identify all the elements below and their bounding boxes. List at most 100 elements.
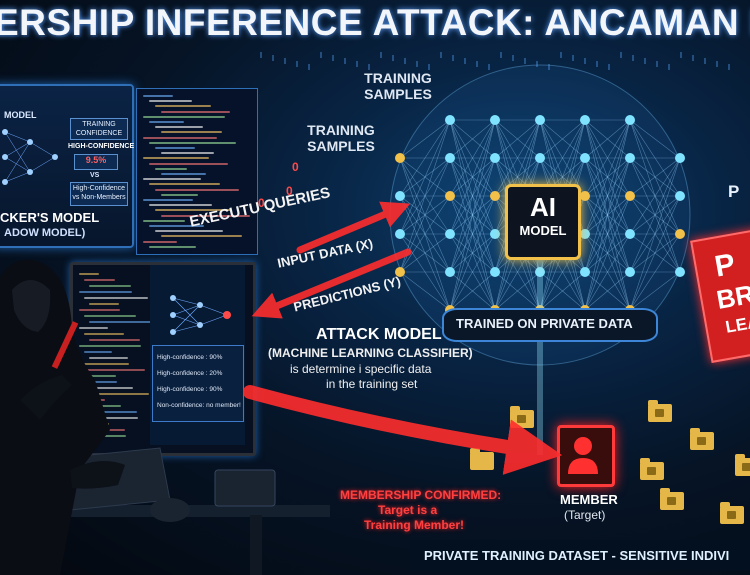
network-node (445, 191, 455, 201)
code-line (79, 273, 99, 275)
attack-model-title: ATTACK MODEL (316, 326, 442, 343)
network-node (625, 267, 635, 277)
code-line (149, 225, 204, 227)
code-line (79, 417, 138, 419)
code-line (79, 327, 108, 329)
network-node (625, 153, 635, 163)
code-line (79, 309, 120, 311)
code-line (84, 351, 112, 353)
code-line (161, 193, 198, 196)
trained-banner: TRAINED ON PRIVATE DATA (442, 308, 658, 342)
network-node (625, 191, 635, 201)
code-line (89, 357, 128, 359)
network-node (490, 153, 500, 163)
person-icon (568, 437, 598, 474)
shadow-model-top-label: MODEL (4, 110, 37, 120)
training-confidence-box: TRAINING CONFIDENCE (70, 118, 128, 140)
code-line (89, 375, 116, 377)
confidence-readout: High-confidence : 90% High-confidence : … (152, 345, 244, 422)
training-samples-label-top: TRAINING SAMPLES (364, 70, 432, 102)
locked-folder-icon (640, 458, 664, 480)
code-line (79, 345, 141, 347)
trained-banner-label: TRAINED ON PRIVATE DATA (456, 316, 633, 331)
attack-model-description: is determine i specific data (290, 362, 432, 376)
code-line (155, 147, 195, 149)
member-sublabel: (Target) (564, 508, 606, 522)
locked-folder-icon (660, 488, 684, 510)
code-line (155, 167, 187, 170)
locked-folder-icon (735, 454, 750, 476)
attack-model-description: in the training set (326, 377, 418, 391)
readout-line: Non-confidence: no member! (157, 402, 241, 409)
code-line (79, 381, 117, 383)
network-node (535, 153, 545, 163)
network-node (490, 191, 500, 201)
code-line (149, 204, 212, 207)
network-node (580, 153, 590, 163)
network-node (395, 191, 405, 201)
right-edge-letter: P (728, 182, 740, 201)
ai-chip-title: AI (530, 192, 556, 222)
code-line (143, 115, 225, 118)
network-node (675, 229, 685, 239)
attack-model-subtitle: (MACHINE LEARNING CLASSIFIER) (268, 346, 473, 360)
ai-chip-subtitle: MODEL (519, 223, 567, 238)
membership-confirmed-line: Training Member! (364, 518, 465, 532)
flow-arrow (243, 385, 563, 475)
code-line (149, 183, 220, 186)
code-line (155, 105, 211, 108)
code-line (149, 121, 184, 123)
code-line (161, 214, 250, 217)
comparison-box: High-Confidence vs Non-Members (70, 182, 128, 206)
network-node (580, 229, 590, 239)
network-node (490, 115, 500, 125)
membership-confirmed-line: Target is a (378, 503, 438, 517)
code-line (155, 209, 231, 212)
dataset-footer-label: PRIVATE TRAINING DATASET - SENSITIVE IND… (424, 548, 730, 563)
member-card (557, 425, 615, 487)
locked-folder-icon (648, 400, 672, 422)
code-line (79, 363, 129, 365)
code-line (161, 131, 222, 134)
shadow-model-panel: MODEL TRAINING CONFIDENCE HIGH-CONFIDENC… (0, 84, 134, 248)
network-node (395, 153, 405, 163)
code-line (143, 95, 173, 97)
code-line (143, 136, 217, 139)
digit-label: 0 (286, 184, 293, 198)
code-line (143, 219, 185, 222)
code-line (84, 369, 145, 371)
shadow-network-icon (2, 129, 58, 185)
code-line (161, 110, 230, 113)
code-line (89, 321, 152, 323)
network-node (535, 115, 545, 125)
network-node (445, 229, 455, 239)
readout-line: High-confidence : 90% (157, 354, 223, 361)
flow-arrow (251, 248, 412, 319)
code-panel (136, 88, 258, 255)
network-node (675, 191, 685, 201)
code-line (143, 240, 177, 243)
code-line (155, 188, 239, 191)
confidence-percent: 9.5% (74, 154, 118, 170)
network-node (675, 267, 685, 277)
code-line (149, 141, 236, 144)
network-node (445, 115, 455, 125)
code-line (84, 387, 133, 389)
code-line (149, 245, 196, 248)
network-node (490, 229, 500, 239)
code-line (155, 230, 223, 233)
network-node (445, 153, 455, 163)
network-node (625, 229, 635, 239)
network-node (675, 153, 685, 163)
code-line (79, 291, 132, 293)
code-line (89, 411, 137, 413)
code-line (149, 100, 192, 103)
code-line (89, 339, 140, 341)
network-node (580, 191, 590, 201)
network-node (395, 267, 405, 277)
flow-arrow (296, 201, 411, 254)
code-line (89, 303, 119, 305)
network-node (625, 115, 635, 125)
